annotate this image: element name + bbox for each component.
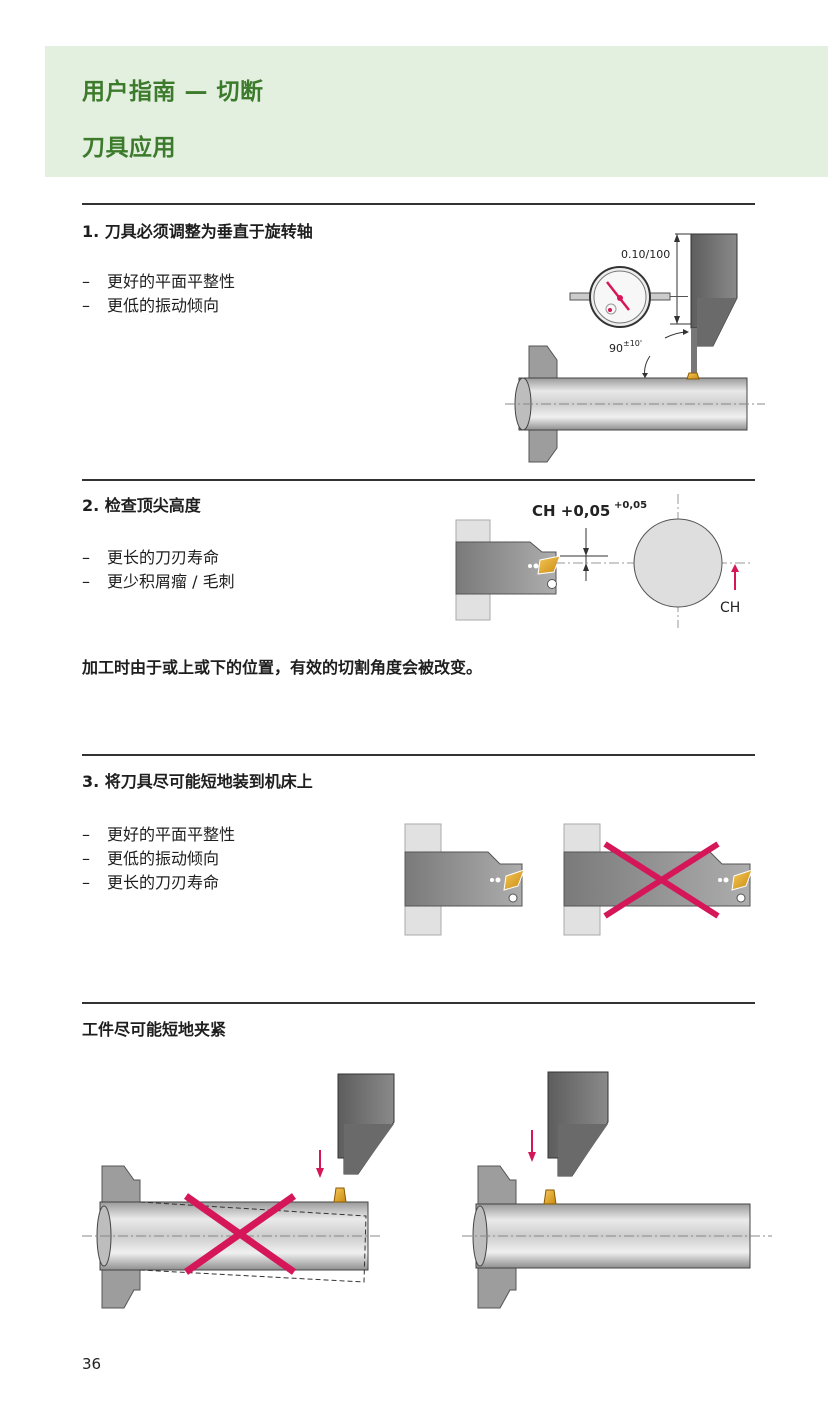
insert-icon: [537, 555, 561, 575]
arrow-up-icon: [731, 564, 739, 572]
section-3-bullets: –更好的平面平整性 –更低的振动倾向 –更长的刀刃寿命: [82, 823, 235, 895]
insert-icon: [333, 1187, 347, 1203]
svg-text:90: 90: [609, 342, 623, 355]
chuck-icon: [477, 1165, 517, 1205]
workpiece-clamping-figure: [82, 1071, 772, 1309]
section-3-title: 3. 将刀具尽可能短地装到机床上: [82, 772, 313, 791]
angle-note: 加工时由于或上或下的位置，有效的切割角度会被改变。: [82, 658, 483, 677]
svg-text:±10': ±10': [623, 339, 642, 348]
tool-overhang-figure: [404, 823, 753, 936]
section-1-title: 1. 刀具必须调整为垂直于旋转轴: [82, 222, 313, 241]
long-clamping-incorrect: [82, 1073, 395, 1309]
page-number: 36: [82, 1355, 102, 1373]
page-title: 用户指南 — 切断: [82, 79, 264, 105]
list-item: –更低的振动倾向: [82, 849, 220, 868]
list-item: –更低的振动倾向: [82, 296, 220, 315]
section-4-title: 工件尽可能短地夹紧: [82, 1020, 227, 1039]
workpiece-section: [633, 518, 723, 608]
chuck-icon: [528, 345, 558, 379]
section-divider: [82, 754, 755, 756]
short-clamping-correct: [462, 1071, 772, 1309]
insert-icon: [503, 869, 525, 891]
tool-blade-icon: [455, 541, 557, 595]
list-item: –更好的平面平整性: [82, 825, 236, 844]
incorrect-cross-icon: [183, 1193, 297, 1275]
svg-text:0.10/100: 0.10/100: [621, 248, 670, 261]
section-divider: [82, 203, 755, 205]
incorrect-cross-icon: [603, 841, 720, 919]
chuck-icon: [101, 1165, 141, 1203]
page-subtitle: 刀具应用: [82, 135, 176, 161]
svg-text:+0,05: +0,05: [614, 500, 647, 511]
svg-text:CH +0,05: CH +0,05: [532, 502, 610, 520]
section-2-bullets: –更长的刀刃寿命 –更少积屑瘤 / 毛刺: [82, 546, 235, 594]
short-overhang-tool: [404, 823, 525, 936]
section-2-title: 2. 检查顶尖高度: [82, 496, 201, 515]
svg-text:CH: CH: [720, 600, 740, 616]
list-item: –更长的刀刃寿命: [82, 548, 220, 567]
list-item: –更长的刀刃寿命: [82, 873, 220, 892]
insert-icon: [686, 372, 700, 380]
list-item: –更少积屑瘤 / 毛刺: [82, 572, 235, 591]
dial-indicator-icon: [569, 266, 688, 328]
insert-icon: [731, 869, 753, 891]
section-divider: [82, 479, 755, 481]
insert-icon: [543, 1189, 557, 1205]
center-height-figure: CH +0,05 +0,05 CH: [455, 494, 750, 628]
long-overhang-tool: [563, 823, 753, 936]
arrow-down-icon: [316, 1168, 324, 1178]
section-divider: [82, 1002, 755, 1004]
header-band: 用户指南 — 切断 刀具应用: [45, 46, 828, 177]
tool-perpendicularity-figure: 0.10/100 90 ±10': [505, 233, 765, 463]
list-item: –更好的平面平整性: [82, 272, 236, 291]
section-1-bullets: –更好的平面平整性 –更低的振动倾向: [82, 270, 235, 318]
arrow-down-icon: [528, 1152, 536, 1162]
